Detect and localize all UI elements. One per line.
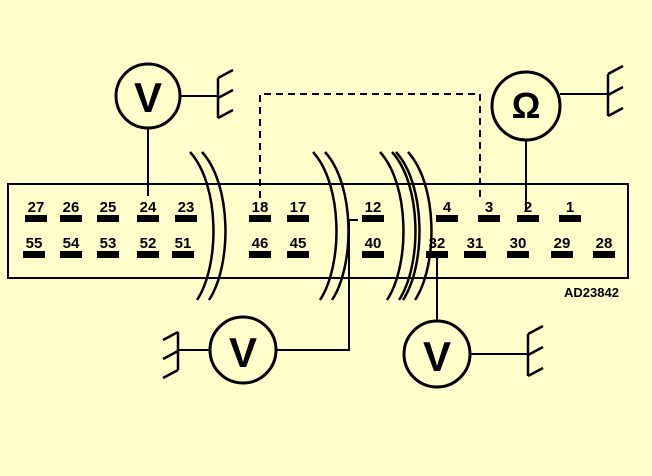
pin-label-45: 45 (290, 235, 307, 252)
pin-terminal-54 (60, 251, 82, 258)
pin-terminal-18 (249, 215, 271, 222)
pin-label-29: 29 (554, 235, 571, 252)
voltmeter-bottom-left-lead (276, 219, 358, 351)
pin-label-53: 53 (100, 235, 117, 252)
break-marks (189, 151, 433, 301)
pin-terminal-45 (287, 251, 309, 258)
pin-terminal-2 (517, 215, 539, 222)
pin-label-4: 4 (443, 199, 452, 216)
pin-label-18: 18 (252, 199, 269, 216)
pin-terminal-23 (175, 215, 197, 222)
pin-label-30: 30 (510, 235, 527, 252)
pin-label-52: 52 (140, 235, 157, 252)
connector-body (7, 183, 629, 279)
voltmeter-top: V (114, 62, 234, 196)
pin-terminal-17 (287, 215, 309, 222)
pin-label-2: 2 (524, 199, 532, 216)
pin-label-40: 40 (365, 235, 382, 252)
pin-terminal-27 (25, 215, 47, 222)
connector-top-row: 27 26 25 24 23 18 17 12 4 3 2 1 (25, 199, 581, 222)
pin-terminal-52 (137, 251, 159, 258)
pin-terminal-29 (551, 251, 573, 258)
pin-terminal-53 (97, 251, 119, 258)
break-mark-1 (189, 151, 215, 301)
pin-terminal-25 (97, 215, 119, 222)
pin-label-12: 12 (365, 199, 382, 216)
pin-terminal-12 (362, 215, 384, 222)
break-mark-3 (379, 151, 405, 301)
pin-label-26: 26 (63, 199, 80, 216)
ohmmeter: Ω (259, 64, 624, 212)
pin-label-28: 28 (596, 235, 613, 252)
ohmmeter-symbol: Ω (512, 85, 541, 126)
voltmeter-bottom-right-symbol: V (423, 333, 451, 380)
pin-terminal-28 (593, 251, 615, 258)
pin-label-23: 23 (178, 199, 195, 216)
ground-icon (606, 64, 624, 118)
break-mark-2 (312, 151, 338, 301)
pin-label-55: 55 (26, 235, 43, 252)
break-mark-3b (391, 151, 417, 301)
pin-terminal-46 (249, 251, 271, 258)
voltmeter-top-symbol: V (134, 74, 162, 121)
voltmeter-bottom-left: V (162, 219, 358, 385)
pin-terminal-3 (478, 215, 500, 222)
pin-terminal-31 (464, 251, 486, 258)
pin-label-24: 24 (140, 199, 157, 216)
pin-label-1: 1 (566, 199, 574, 216)
connector-bottom-row: 55 54 53 52 51 46 45 40 32 31 30 29 28 (23, 235, 615, 258)
ground-icon (216, 68, 234, 120)
pin-label-54: 54 (63, 235, 80, 252)
pin-label-27: 27 (28, 199, 45, 216)
pin-terminal-32 (426, 251, 448, 258)
voltmeter-bottom-right: V (402, 258, 544, 389)
pin-label-31: 31 (467, 235, 484, 252)
pin-label-17: 17 (290, 199, 307, 216)
figure-code: AD23842 (564, 285, 619, 300)
pin-label-46: 46 (252, 235, 269, 252)
pin-terminal-1 (559, 215, 581, 222)
pin-terminal-30 (507, 251, 529, 258)
voltmeter-bottom-left-symbol: V (229, 329, 257, 376)
break-mark-4 (395, 151, 421, 301)
pin-terminal-40 (362, 251, 384, 258)
pin-label-3: 3 (485, 199, 493, 216)
ground-icon (526, 324, 544, 378)
break-mark-1b (201, 151, 227, 301)
pin-terminal-55 (23, 251, 45, 258)
pin-label-51: 51 (175, 235, 192, 252)
pin-terminal-4 (436, 215, 458, 222)
break-mark-4b (407, 151, 433, 301)
pin-terminal-24 (137, 215, 159, 222)
pin-terminal-26 (60, 215, 82, 222)
pin-terminal-51 (172, 251, 194, 258)
pin-label-32: 32 (429, 235, 446, 252)
ohmmeter-dashed-lead (259, 93, 481, 198)
ground-icon (162, 330, 180, 380)
pin-label-25: 25 (100, 199, 117, 216)
